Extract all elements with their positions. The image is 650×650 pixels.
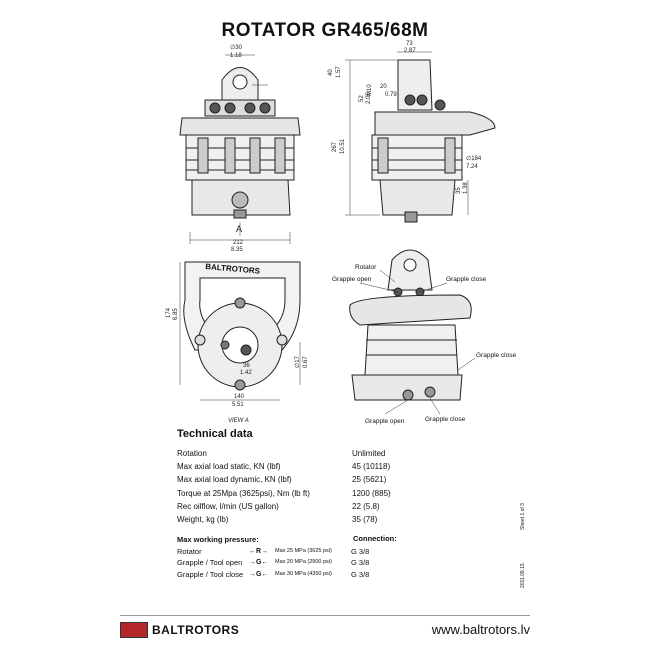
dim-35: 35 [456, 187, 462, 194]
dim-top-width: ∅30 [230, 44, 243, 51]
dim-212: 212 [233, 240, 244, 246]
dim-17: ∅17 [294, 355, 301, 368]
dim-40-in: 1.57 [336, 66, 342, 78]
table-row: Torque at 25Mpa (3625psi), Nm (lb ft) 120… [177, 487, 391, 500]
table-row: Max axial load dynamic, KN (lbf) 25 (5621… [177, 473, 391, 486]
spec-value: 25 (5621) [352, 475, 387, 485]
dim-20: 20 [380, 84, 387, 90]
pressure-heading: Max working pressure: [177, 535, 259, 544]
dim-184-in: 7.24 [466, 164, 478, 170]
table-row: Max axial load static, KN (lbf) 45 (10118… [177, 460, 391, 473]
arrow-a-label: A [236, 224, 242, 234]
pressure-value: Max 20 MPa (2900 psi) [275, 559, 332, 565]
grapple-open-symbol-icon: →G← [249, 559, 269, 566]
connection-value: G 3/8 [351, 546, 370, 556]
dim-73-in: 2.87 [404, 48, 416, 54]
dim-35-in: 1.38 [463, 182, 469, 194]
table-row: Rotation Unlimited [177, 447, 391, 460]
technical-data-heading: Technical data [177, 428, 253, 440]
spec-value: Unlimited [352, 449, 386, 458]
label-grapple-close-bot: Grapple close [425, 416, 465, 423]
spec-key: Max axial load dynamic, KN (lbf) [177, 475, 292, 485]
dim-20-in: 0.79 [385, 92, 397, 98]
label-grapple-open-bot: Grapple open [365, 418, 405, 425]
document-title: ROTATOR GR465/68M [221, 20, 429, 41]
dim-140-in: 5.51 [232, 402, 244, 408]
footer-divider [120, 615, 530, 616]
spec-value: 45 (10118) [352, 462, 391, 472]
side-view [371, 59, 496, 223]
table-row: Grapple / Tool open →G← Max 20 MPa (2900 p… [177, 557, 401, 569]
spec-key: Rec oilflow, l/min (US gallon) [177, 501, 279, 511]
dim-40: 40 [328, 69, 334, 76]
sheet-label: Sheet 1 of 3 [520, 503, 526, 530]
pressure-table: Max working pressure: Rotator ←R→ Max 25 M… [177, 534, 401, 580]
website-url[interactable]: www.baltrotors.lv [431, 622, 530, 637]
pressure-value: Max 25 MPa (3625 psi) [275, 547, 332, 554]
rotator-symbol-icon: ←R→ [249, 547, 269, 555]
label-grapple-close-top: Grapple close [446, 276, 486, 283]
label-grapple-close-mid: Grapple close [476, 352, 516, 359]
spec-key: Max axial load static, KN (lbf) [177, 462, 281, 472]
front-view [179, 67, 301, 219]
table-row: Weight, kg (lb) 35 (78) [177, 513, 391, 526]
table-row: Rotator ←R→ Max 25 MPa (3625 psi) G 3/8 [177, 546, 401, 558]
pressure-key: Grapple / Tool close [177, 569, 244, 579]
pressure-value: Max 30 MPa (4350 psi) [275, 570, 332, 577]
dim-17-in: 0.67 [303, 356, 309, 368]
spec-key: Rotation [177, 449, 207, 458]
view-a [183, 261, 301, 391]
dim-52: 52 [359, 95, 365, 102]
logo-mark-icon [120, 622, 148, 638]
spec-value: 35 (78) [352, 515, 378, 525]
pressure-key: Grapple / Tool open [177, 558, 243, 567]
dim-174-in: 6.85 [173, 308, 179, 320]
dim-m10: M10 [367, 84, 373, 96]
dim-212-in: 8.35 [231, 247, 243, 253]
dim-36: 36 [243, 363, 250, 369]
dim-52-in: 2.05 [366, 92, 372, 104]
connection-value: G 3/8 [351, 558, 370, 567]
brand-name: BALTROTORS [152, 623, 240, 637]
brand-logo: BALTROTORS [120, 622, 239, 638]
technical-data-table: Rotation Unlimited Max axial load static,… [177, 447, 391, 526]
spec-key: Torque at 25Mpa (3625psi), Nm (lb ft) [177, 488, 310, 498]
dim-140: 140 [234, 394, 245, 400]
dim-184: ∅184 [466, 155, 482, 162]
connection-value: G 3/8 [351, 569, 370, 579]
view-a-label: VIEW A [228, 418, 249, 424]
connection-heading: Connection: [353, 534, 397, 543]
grapple-close-symbol-icon: →G← [249, 570, 269, 578]
table-row: Rec oilflow, l/min (US gallon) 22 (5.8) [177, 500, 391, 513]
dim-174: 174 [166, 307, 172, 318]
spec-value: 22 (5.8) [352, 501, 380, 511]
iso-view [349, 249, 472, 401]
label-grapple-open-top: Grapple open [332, 276, 372, 283]
dim-top-width-in: 1.18 [230, 53, 242, 59]
dim-36-in: 1.42 [240, 370, 252, 376]
pressure-key: Rotator [177, 546, 202, 556]
spec-value: 1200 (885) [352, 488, 391, 498]
dim-267-in: 10.51 [340, 138, 346, 154]
label-rotator: Rotator [355, 264, 377, 271]
dim-73: 73 [406, 41, 413, 47]
spec-key: Weight, kg (lb) [177, 515, 229, 525]
table-row: Grapple / Tool close →G← Max 30 MPa (4350 … [177, 569, 401, 581]
date-label: 2011.09.15. [520, 561, 526, 588]
dim-267: 267 [332, 141, 338, 152]
